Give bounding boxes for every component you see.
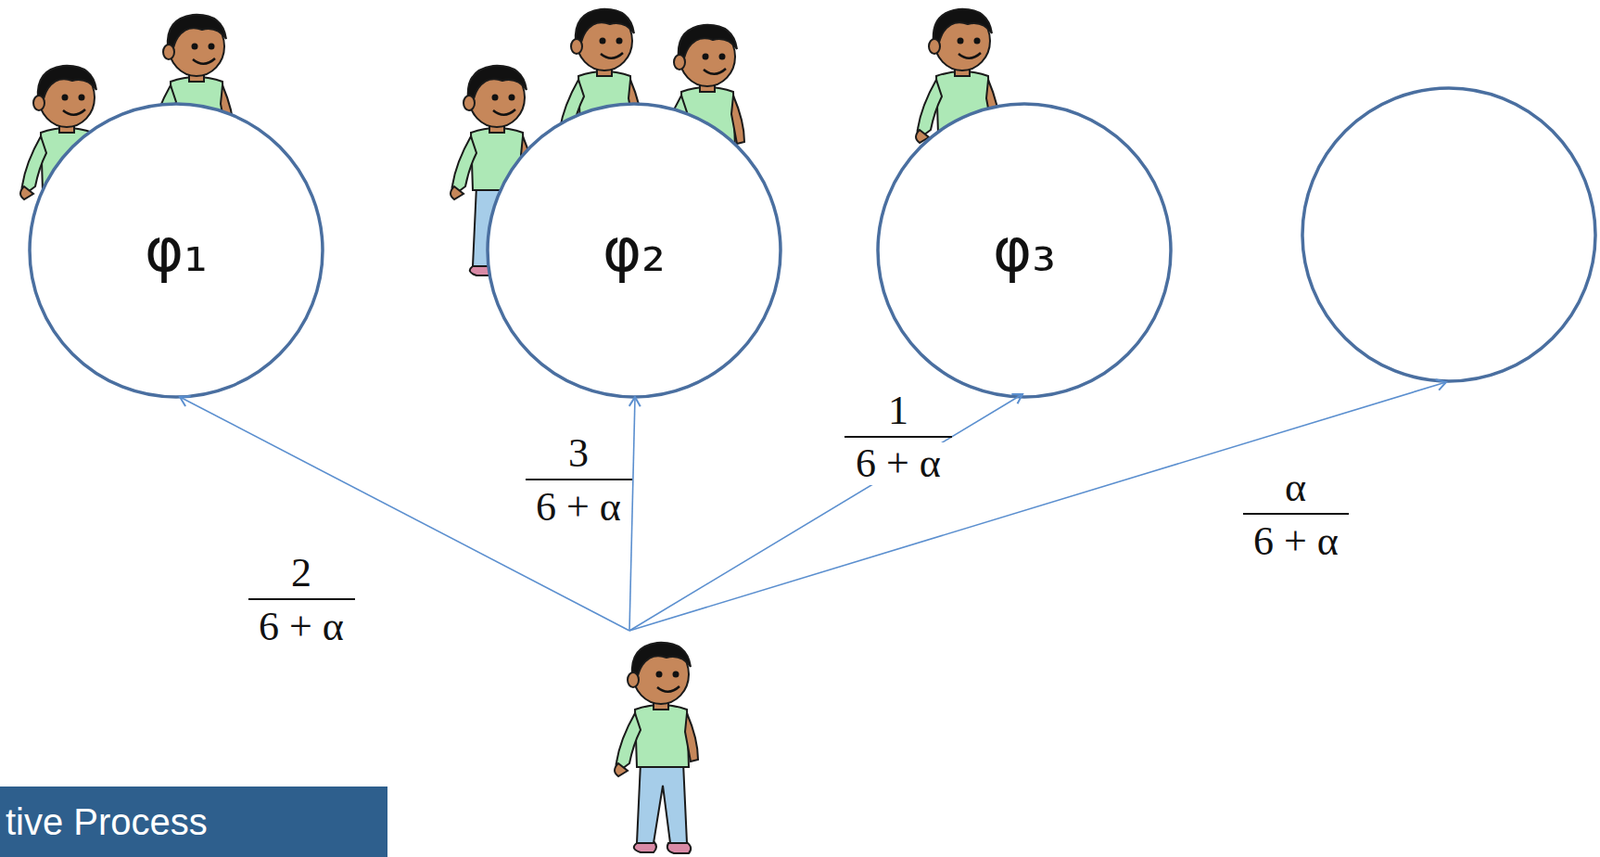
fraction-bar [248,597,356,600]
choice-arrow [179,396,630,631]
probability-term: 6 + α [533,485,624,529]
probability-term: 6 + α [852,442,944,485]
fraction-bar [844,435,953,438]
table-circle [1302,88,1596,381]
table-node: φ₂ [487,103,781,397]
slide-title: tive Process [5,802,208,840]
probability-term: α [1282,466,1309,509]
table-circle [29,103,323,397]
table-circle [877,103,1171,397]
fraction-bar [525,478,633,481]
table-node: φ₃ [877,103,1171,397]
probability-term: 1 [885,389,912,432]
table-circle [487,103,781,397]
table-parameter: φ₁ [144,215,208,285]
table-node: φ₁ [29,103,323,397]
probability-term: 3 [565,431,592,475]
table-parameter: φ₂ [602,215,666,285]
fraction-bar [1243,512,1349,515]
probability-term: 6 + α [1250,520,1342,563]
choice-arrow [629,396,635,631]
choice-arrow [629,393,1023,631]
probability-term: 2 [288,551,315,595]
table-parameter: φ₃ [992,215,1056,285]
choice-arrow [629,381,1447,631]
title-bar [0,786,388,857]
new-customer [614,642,699,853]
probability-term: 6 + α [255,605,347,648]
